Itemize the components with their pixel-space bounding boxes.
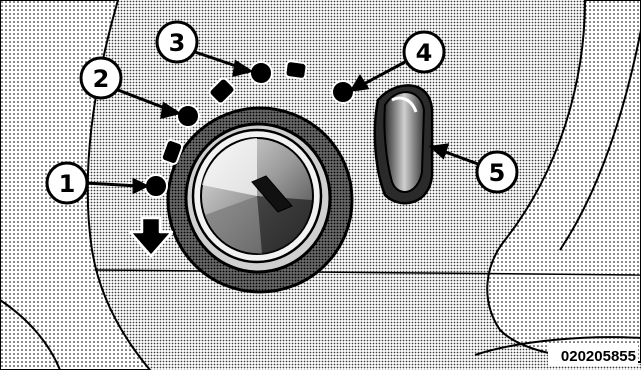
svg-text:2: 2 [93,65,110,93]
position-markers [144,60,355,198]
position-dot-4 [331,80,355,104]
callout-5: 5 [475,150,519,194]
figure-id: 020205855 [561,348,636,365]
dimmer-thumbwheel[interactable] [383,91,426,193]
callout-3: 3 [155,20,199,64]
position-dot-2 [176,104,200,128]
callout-leaders [84,50,479,195]
callout-4: 4 [402,30,446,74]
callout-2: 2 [79,56,123,100]
svg-text:4: 4 [416,39,433,67]
svg-text:1: 1 [59,170,76,198]
position-dot-3 [249,61,273,85]
svg-text:5: 5 [489,159,506,187]
svg-text:3: 3 [169,29,186,57]
push-arrow-icon [128,216,174,258]
callout-1: 1 [45,161,89,205]
knob-pointer [251,175,293,213]
